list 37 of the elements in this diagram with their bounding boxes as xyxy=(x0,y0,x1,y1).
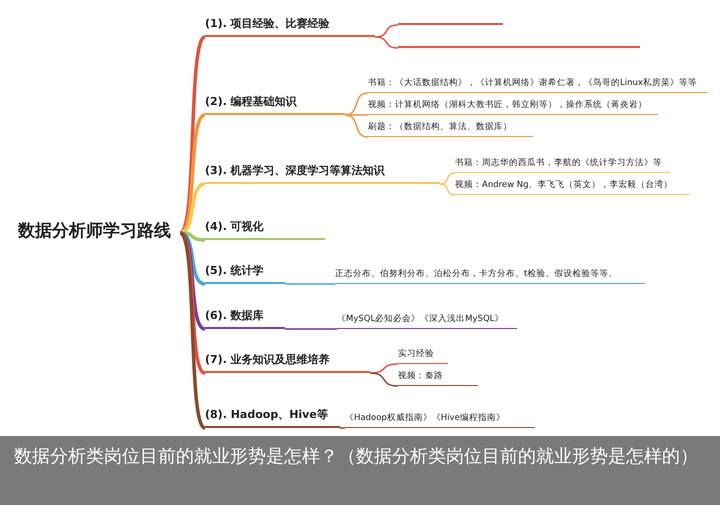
caption-banner: 数据分析类岗位目前的就业形势是怎样？（数据分析类岗位目前的就业形势是怎样的） xyxy=(0,436,720,505)
leaf-topic: 书籍：周志华的西瓜书，李航的《统计学习方法》等 xyxy=(455,158,670,173)
branch-topic: (3). 机器学习、深度学习等算法知识 xyxy=(205,164,440,184)
connector xyxy=(180,182,206,235)
branch-line xyxy=(398,23,503,25)
branch-topic: (1). 项目经验、比赛经验 xyxy=(205,17,375,37)
connector xyxy=(285,328,337,330)
connector xyxy=(285,283,335,285)
leaf-topic: 正态分布、伯努利分布、泊松分布，卡方分布、t检验、假设检验等等。 xyxy=(335,268,645,284)
leaf-topic: 视频：秦路 xyxy=(398,370,478,386)
leaf-topic: 《Hadoop权威指南》《Hive编程指南》 xyxy=(345,412,535,428)
connector xyxy=(178,232,206,430)
leaf-topic: 书籍：《大话数据结构》，《计算机网络》谢希仁著，《鸟哥的Linux私房菜》等等 xyxy=(368,78,708,93)
leaf-topic: 视频：计算机网络（湖科大教书匠，韩立刚等），操作系统（蒋炎岩） xyxy=(368,100,658,115)
branch-topic: (8). Hadoop、Hive等 xyxy=(205,408,340,428)
connector xyxy=(344,114,368,138)
connector xyxy=(180,231,206,286)
leaf-topic: 《MySQL必知必会》《深入浅出MySQL》 xyxy=(337,314,517,329)
connector xyxy=(340,427,345,429)
connector xyxy=(179,231,206,331)
branch-topic: (6). 数据库 xyxy=(205,309,285,329)
connector xyxy=(440,172,456,185)
branch-line xyxy=(398,46,640,48)
leaf-topic: 视频：Andrew Ng、李飞飞（英文），李宏毅（台湾） xyxy=(455,180,690,195)
branch-topic: (5). 统计学 xyxy=(205,264,285,284)
branch-topic: (2). 编程基础知识 xyxy=(205,95,345,115)
connector xyxy=(374,24,398,38)
connector xyxy=(370,372,398,387)
connector xyxy=(344,92,368,116)
connector xyxy=(374,36,398,49)
branch-topic: (7). 业务知识及思维培养 xyxy=(205,353,370,373)
branch-topic: (4). 可视化 xyxy=(205,220,325,240)
connector xyxy=(370,363,398,374)
connector xyxy=(440,183,456,196)
central-topic: 数据分析师学习路线 xyxy=(18,220,180,246)
leaf-topic: 实习经验 xyxy=(398,348,448,364)
leaf-topic: 刷题：（数据结构、算法、数据库） xyxy=(368,122,533,137)
